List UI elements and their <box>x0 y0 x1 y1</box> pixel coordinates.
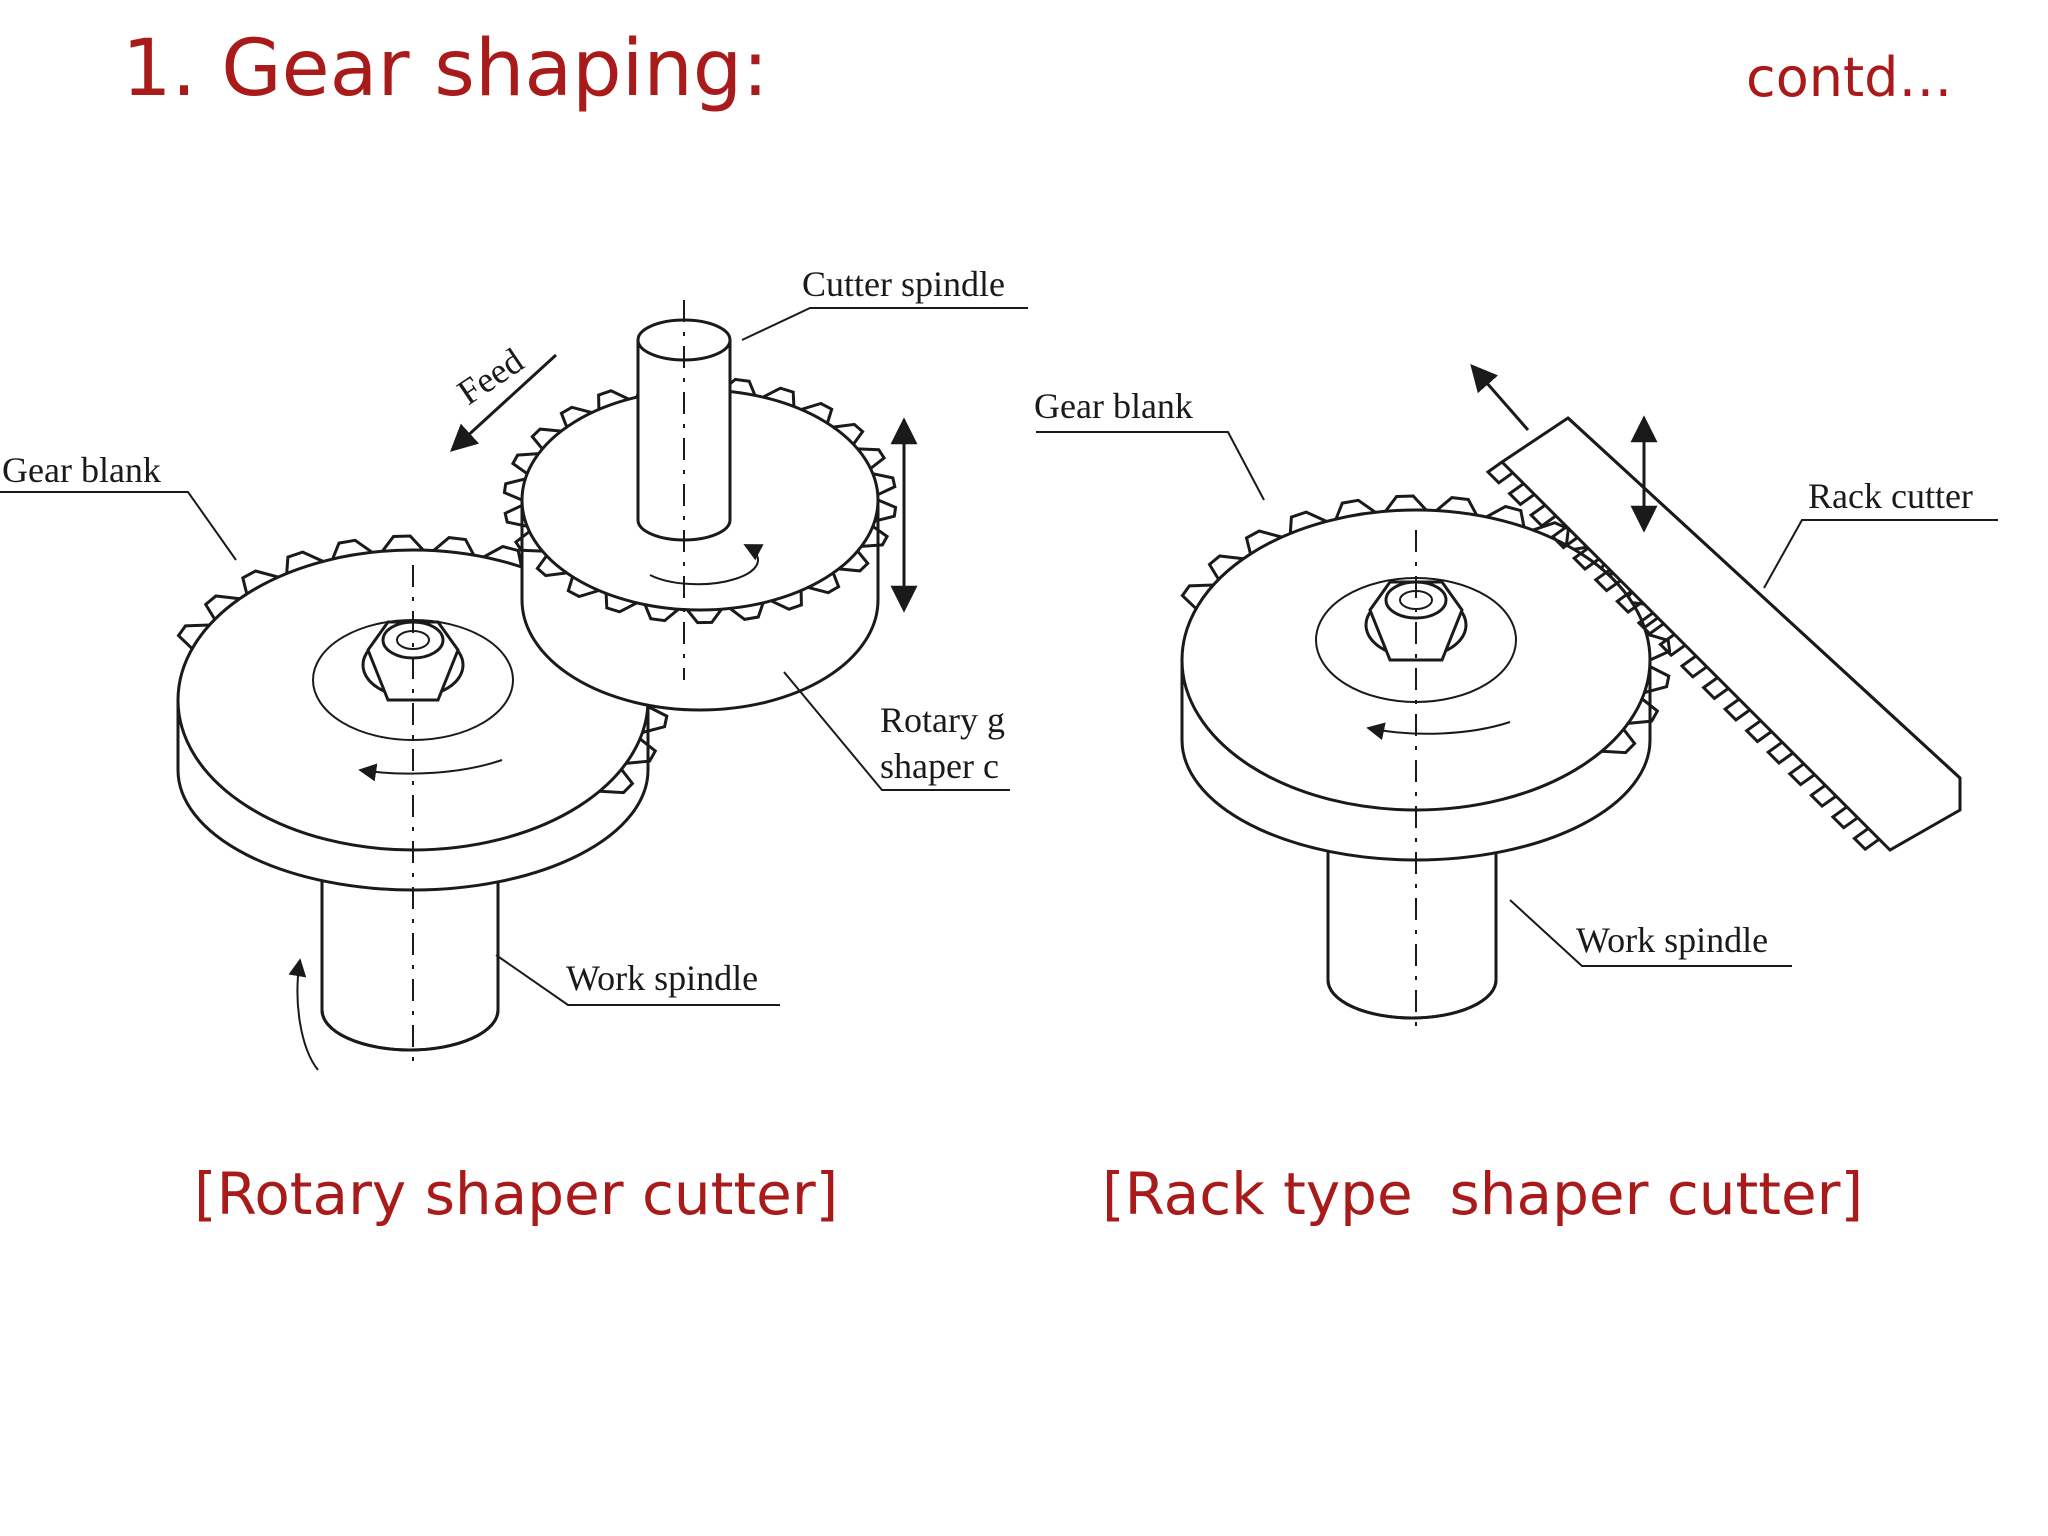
label-gear-blank-left: Gear blank <box>2 450 161 490</box>
label-rack-cutter: Rack cutter <box>1808 476 1973 516</box>
slide-title: 1. Gear shaping: <box>122 24 769 114</box>
feed-arrow <box>450 353 558 452</box>
cutter-spindle-leader <box>741 307 1028 341</box>
work-spindle-leader-left <box>495 954 780 1006</box>
rack-cutter-leader <box>1763 519 1998 589</box>
rack-cutter-diagram: Gear blank Rack cutter Work spindle <box>1034 363 1998 1030</box>
label-cutter-spindle: Cutter spindle <box>802 264 1005 304</box>
rotary-cutter-leader <box>783 671 1010 791</box>
rotary-cutter-diagram: Cutter spindle Feed Gear blank Rotary g … <box>0 264 1028 1071</box>
rack-teeth <box>1485 460 1881 852</box>
caption-rack-cutter: [Rack type shaper cutter] <box>1102 1160 1864 1228</box>
continued-marker: contd… <box>1746 46 1953 109</box>
label-work-spindle-left: Work spindle <box>566 958 758 998</box>
label-feed: Feed <box>450 340 530 412</box>
label-rotary-cutter-line2: shaper c <box>880 746 999 786</box>
work-spindle-left <box>320 880 500 1052</box>
gear-blank-leader-right <box>1036 431 1265 501</box>
rack-cutter <box>1485 416 1962 852</box>
work-spindle-right <box>1326 830 1498 1020</box>
label-rotary-cutter-line1: Rotary g <box>880 700 1005 740</box>
work-spindle-leader-right <box>1509 899 1792 967</box>
rack-tooth-outline <box>1485 460 1881 852</box>
blank-rotation-arrow <box>358 759 503 782</box>
label-gear-blank-right: Gear blank <box>1034 386 1193 426</box>
spindle-rotation-arrow <box>288 958 319 1071</box>
gear-blank-leader-left <box>0 491 237 561</box>
rack-feed-arrow <box>1470 363 1530 431</box>
cutter-rotation-arrow <box>649 544 764 586</box>
label-work-spindle-right: Work spindle <box>1576 920 1768 960</box>
blank-rotation-arrow-right <box>1366 721 1511 741</box>
caption-rotary-cutter: [Rotary shaper cutter] <box>194 1160 839 1228</box>
